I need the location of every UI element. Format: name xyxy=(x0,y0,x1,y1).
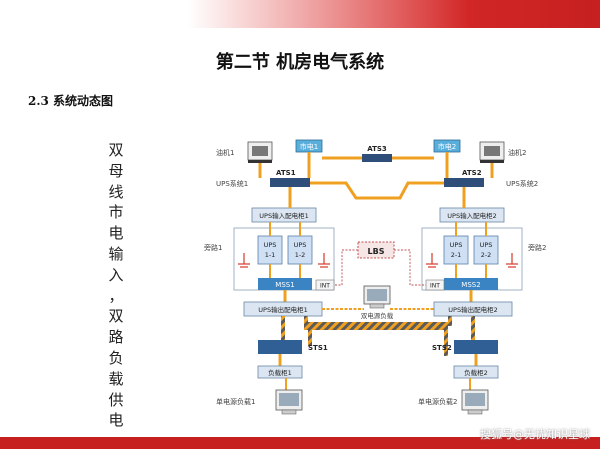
section-subtitle: 2.3 系统动态图 xyxy=(28,94,114,108)
sts1-switch xyxy=(258,340,302,354)
ups-2-1-label-bottom: 2-1 xyxy=(451,251,462,259)
ats1-label: ATS1 xyxy=(276,169,296,177)
generator-2-icon xyxy=(479,141,505,163)
ups-1-2-label-top: UPS xyxy=(294,241,307,249)
dual-load-computer-icon xyxy=(363,285,391,309)
mss1-bus xyxy=(258,278,312,290)
ats2-switch xyxy=(444,178,484,187)
vertical-caption-char: 入 xyxy=(108,265,124,284)
load-cabinet-2 xyxy=(453,365,499,379)
load-cabinet-2-label: 负载柜2 xyxy=(464,368,488,377)
ats2-label: ATS2 xyxy=(462,169,482,177)
ups-2-2-label-bottom: 2-2 xyxy=(481,251,492,259)
sts2-switch xyxy=(454,340,498,354)
vertical-caption-char: 双 xyxy=(108,307,124,326)
header-band-fade xyxy=(0,0,470,28)
ats-to-input-buses xyxy=(288,187,466,208)
mss1-label: MSS1 xyxy=(275,281,294,289)
vertical-caption-char: 母 xyxy=(108,161,124,180)
ups-system-1-label: UPS系统1 xyxy=(216,179,248,188)
ground-symbols xyxy=(238,253,518,268)
ups-output-cabinet-1-label: UPS输出配电柜1 xyxy=(258,305,307,314)
lbs-label: LBS xyxy=(368,247,385,256)
mss2-bus xyxy=(444,278,498,290)
single-load-1-label: 单电源负载1 xyxy=(216,397,255,406)
ats1-switch xyxy=(270,178,310,187)
int-1-label: INT xyxy=(320,283,330,290)
feed-buses xyxy=(258,152,494,200)
ups-input-cabinet-2-label: UPS输入配电柜2 xyxy=(447,211,496,220)
vertical-caption-char: 载 xyxy=(108,369,124,388)
vertical-caption-char: 线 xyxy=(108,182,124,201)
mss-to-output-buses xyxy=(283,290,473,302)
ups-2-2-label-top: UPS xyxy=(480,241,493,249)
ups-1-1-label-top: UPS xyxy=(264,241,277,249)
power-system-diagram: 油机1 油机2 市电1 市电2 ATS3 ATS1 ATS2 UPS系统1 UP… xyxy=(204,139,546,415)
sts2-label: STS2 xyxy=(432,344,452,352)
int-2-label: INT xyxy=(430,283,440,290)
vertical-caption-char: 路 xyxy=(108,328,124,347)
watermark-text: 搜狐号@无忧知识星球 xyxy=(480,428,590,441)
load-to-computer-lines xyxy=(285,378,471,390)
lbs-links xyxy=(332,249,426,286)
ats3-switch xyxy=(362,154,392,162)
int-1-box xyxy=(315,279,335,291)
ups-input-cabinet-1 xyxy=(251,207,317,223)
vertical-caption-char: 电 xyxy=(108,224,124,243)
single-load-2-label: 单电源负载2 xyxy=(418,397,457,406)
generator-1-icon xyxy=(247,141,273,163)
output-to-sts-buses xyxy=(281,316,475,356)
single-load-1-computer-icon xyxy=(275,389,303,415)
slide-title: 第二节 机房电气系统 xyxy=(215,52,385,73)
ats3-label: ATS3 xyxy=(367,145,387,153)
vertical-caption-char: 双 xyxy=(108,141,124,159)
single-load-2-computer-icon xyxy=(461,389,489,415)
bypass-2-label: 旁路2 xyxy=(528,243,546,252)
dual-load-label: 双电源负载 xyxy=(361,311,394,320)
footer-band xyxy=(0,437,600,449)
vertical-caption-char: 市 xyxy=(108,203,124,222)
ups-1-2-label-bottom: 1-2 xyxy=(295,251,306,259)
load-cabinet-1 xyxy=(257,365,303,379)
ups-2-1-label-top: UPS xyxy=(450,241,463,249)
ups-output-cabinet-2-label: UPS输出配电柜2 xyxy=(448,305,497,314)
ups-system-2-label: UPS系统2 xyxy=(506,179,538,188)
mains-2-label: 市电2 xyxy=(438,142,456,151)
ups-input-cabinet-2 xyxy=(439,207,505,223)
ups-input-cabinet-1-label: UPS输入配电柜1 xyxy=(259,211,308,220)
sts1-label: STS1 xyxy=(308,344,328,352)
vertical-caption-char: 负 xyxy=(108,348,124,367)
ups-1-1-label-bottom: 1-1 xyxy=(265,251,276,259)
ups-input-lines xyxy=(269,222,487,278)
load-cabinet-1-label: 负载柜1 xyxy=(268,368,292,377)
vertical-caption: 双母线市电输入，双路负载供电 xyxy=(104,140,128,431)
vertical-caption-char: ， xyxy=(108,286,124,305)
int-2-box xyxy=(425,279,445,291)
mains-1-label: 市电1 xyxy=(300,142,318,151)
generator-2-label: 油机2 xyxy=(508,148,526,157)
generator-1-label: 油机1 xyxy=(216,148,234,157)
sts-to-load-buses xyxy=(278,354,478,366)
vertical-caption-char: 输 xyxy=(108,244,124,263)
mss2-label: MSS2 xyxy=(461,281,480,289)
vertical-caption-char: 电 xyxy=(108,411,124,430)
vertical-caption-char: 供 xyxy=(108,390,124,409)
bypass-1-label: 旁路1 xyxy=(204,243,222,252)
